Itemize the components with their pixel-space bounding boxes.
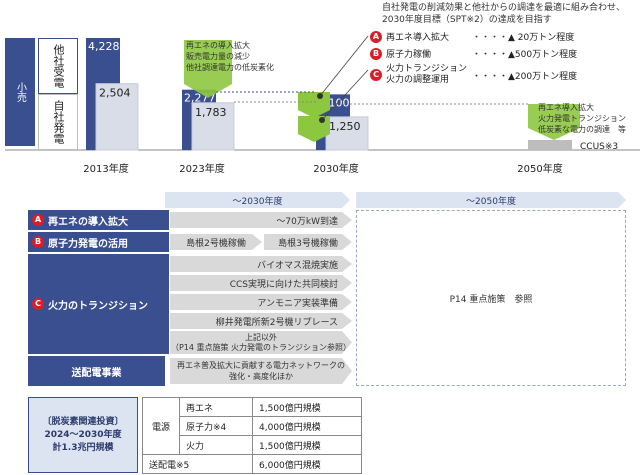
bar-other-label-0: 4,228 [88,40,120,53]
row-badge-c-icon: C [32,298,44,310]
arrow-renewable-70: 〜70万kW到達 [170,212,352,228]
note-2023-green: 再エネの導入拡大 販売電力量の減少 他社調達電力の低炭素化 [186,41,274,72]
arrow-shimane-3: 島根3号機稼働 [264,234,352,250]
measure-a-dots: ・・・・ [472,33,509,43]
note-2050-green: 再エネ導入拡大 火力発電トランジション 低炭素な電力の調達 等 [538,103,626,134]
bar-own-1 [191,102,235,151]
table-row: 送配電※5 6,000億円規模 [142,454,362,474]
row-badge-b-icon: B [32,236,44,248]
leader-dot-a-icon [317,93,323,99]
table-row: 電源 再エネ 1,500億円規模 [142,397,362,455]
bar-own-label-2: 1,250 [329,120,361,133]
period-2050-header: 〜2050年度 [356,192,626,208]
item-value: 1,500億円規模 [252,435,362,455]
row-label-c: C 火力のトランジション [28,254,169,354]
investment-title: 〔脱炭素関連投資〕 2024〜2030年度 計1.3兆円規模 [28,397,138,473]
row-b-text: 原子力発電の活用 [48,238,128,250]
item-name: 再エネ [179,397,253,417]
legend-own-label: 自社発電 [38,94,78,150]
grid-name: 送配電※5 [142,454,253,474]
measure-c-label: 火力トランジション 火力の調整運用 [386,64,468,85]
row-label-grid: 送配電事業 [28,356,165,386]
p14-reference-text: P14 重点施策 参照 [449,294,533,305]
arrow-other-thermal: 上記以外 （P14 重点施策 火力発電のトランジション参照） [170,331,352,354]
item-value: 4,000億円規模 [252,416,362,436]
green-arrow-2023-icon [184,40,232,98]
item-value: 1,500億円規模 [252,397,362,417]
badge-a-icon: A [370,30,382,43]
measure-a-effect: ▲ 20万トン程度 [508,33,575,43]
measure-b: B 原子力稼働 ・・・・ ▲500万トン程度 [370,47,640,60]
grid-value: 6,000億円規模 [252,454,362,474]
measure-c-effect: ▲200万トン程度 [508,71,578,82]
green-arrow-2050-icon [528,104,580,140]
arrow-ammonia: アンモニア実装準備 [170,294,352,310]
x-tick-label-3: 2050年度 [517,162,562,175]
arrow-grid: 再エネ普及拡大に貢献する電力ネットワークの 強化・高度化ほか [170,358,352,384]
leader-line-a [319,35,369,97]
x-tick-label-0: 2013年度 [83,162,128,175]
bar-own-0 [95,83,139,151]
row-label-a: A 再エネの導入拡大 [28,210,169,230]
row-a-text: 再エネの導入拡大 [48,216,128,228]
leader-line-c [321,69,369,121]
measure-a: A 再エネ導入拡大 ・・・・ ▲ 20万トン程度 [370,30,640,43]
arrow-ccs: CCS実現に向けた共同検討 [170,275,352,291]
ccus-bar [528,140,572,150]
item-name: 原子力※4 [179,416,253,436]
ccus-label: CCUS※3 [580,142,618,152]
green-wedge-a-icon [298,92,330,118]
row-grid-text: 送配電事業 [71,367,122,379]
target-text: 自社発電の削減効果と他社からの調達を最適に組み合わせ、 2030年度目標（SPT… [382,3,626,25]
row-badge-a-icon: A [32,214,44,226]
measure-b-effect: ▲500万トン程度 [508,50,578,60]
investment-table: 電源 再エネ 1,500億円規模 原子力※4 4,000億円規模 火力 1,50… [142,397,362,474]
x-tick-label-1: 2023年度 [179,162,224,175]
measure-b-label: 原子力稼働 [386,50,432,60]
row-label-b: B 原子力発電の活用 [28,232,169,252]
measure-b-dots: ・・・・ [472,50,509,60]
badge-b-icon: B [370,47,382,60]
legend-other-label: 他社受電 [38,38,78,94]
arrow-biomass: バイオマス混焼実施 [170,256,352,272]
item-name: 火力 [179,435,253,455]
retail-label: 小売 [5,38,35,146]
measure-a-label: 再エネ導入拡大 [386,33,450,43]
bar-own-2 [325,116,369,151]
leader-dot-c-icon [319,117,325,123]
bar-own-label-1: 1,783 [195,106,227,119]
x-tick-label-2: 2030年度 [313,162,358,175]
group-label: 電源 [142,397,180,455]
emissions-bar-chart: 4,2282,5042013年度2,2771,7832023年度2,1001,2… [5,35,640,175]
p14-reference-box: P14 重点施策 参照 [356,210,626,386]
arrow-shimane-2: 島根2号機稼働 [170,234,262,250]
bar-own-label-0: 2,504 [99,87,131,100]
measure-c-dots: ・・・・ [472,71,509,82]
badge-c-icon: C [370,69,382,81]
measure-c: C 火力トランジション 火力の調整運用 ・・・・ ▲200万トン程度 [370,64,640,86]
period-2030-header: 〜2030年度 [165,192,350,208]
arrow-yanai: 柳井発電所新2号機リプレース [170,313,352,329]
row-c-text: 火力のトランジション [48,300,148,312]
